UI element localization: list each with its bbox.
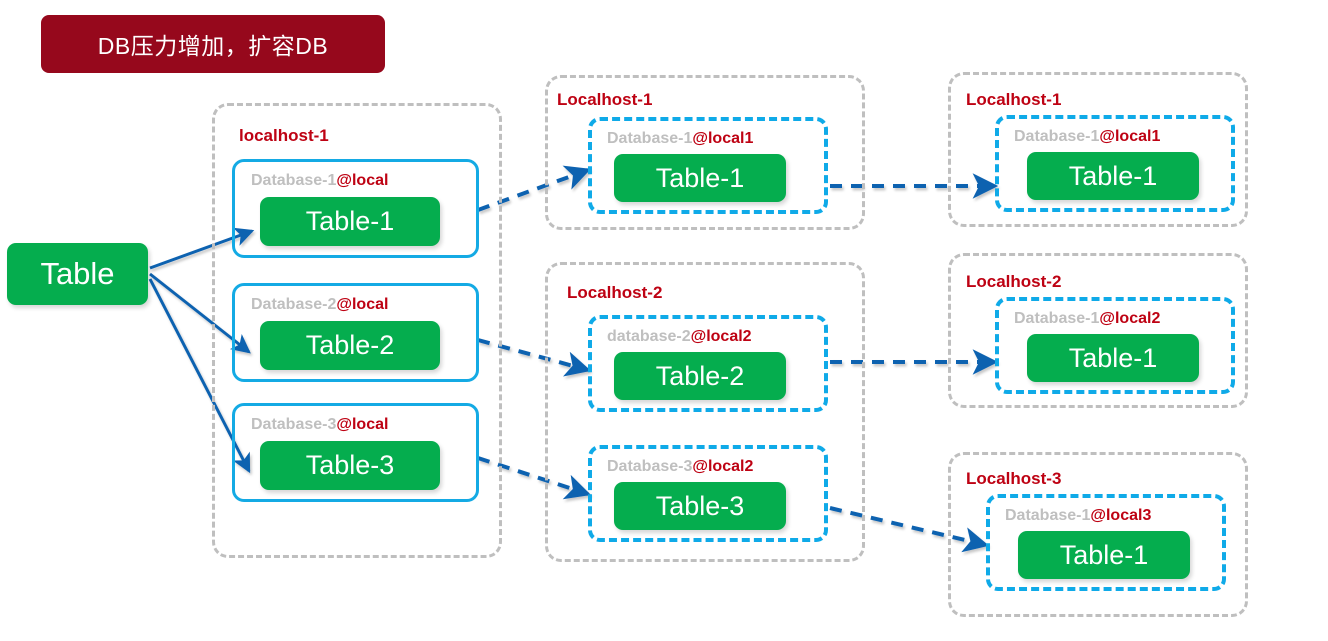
stage-3-db-3-name: Database-1 xyxy=(1005,507,1091,524)
stage-3-db-2[interactable]: Database-1@local2 Table-1 xyxy=(995,297,1235,394)
stage-1-db-3-title: Database-3@local xyxy=(251,417,388,433)
stage-1-db-3-host: @local xyxy=(336,416,389,433)
title-banner: DB压力增加，扩容DB xyxy=(41,15,385,73)
stage-3-group-localhost-1-label: Localhost-1 xyxy=(966,90,1062,109)
stage-3-db-2-table-label: Table-1 xyxy=(1068,342,1158,373)
stage-1-group-localhost-1-label: localhost-1 xyxy=(239,126,329,145)
stage-2-db-3[interactable]: Database-3@local2 Table-3 xyxy=(588,445,828,542)
stage-3-db-1[interactable]: Database-1@local1 Table-1 xyxy=(995,115,1235,212)
stage-3-db-2-title: Database-1@local2 xyxy=(1014,311,1160,327)
stage-3-group-localhost-3-label: Localhost-3 xyxy=(966,469,1062,488)
stage-3-db-3-title: Database-1@local3 xyxy=(1005,508,1151,524)
stage-2-group-localhost-1-label: Localhost-1 xyxy=(557,90,653,109)
stage-2-db-1-table-label: Table-1 xyxy=(655,162,745,193)
stage-3-db-1-host: @local1 xyxy=(1099,128,1161,145)
root-table-node[interactable]: Table xyxy=(7,243,148,305)
stage-2-db-3-host: @local2 xyxy=(692,458,754,475)
stage-1-db-1-host: @local xyxy=(336,172,389,189)
stage-2-db-2[interactable]: database-2@local2 Table-2 xyxy=(588,315,828,412)
stage-1-group-localhost-1[interactable] xyxy=(212,103,502,558)
stage-2-db-2-host: @local2 xyxy=(690,328,752,345)
stage-1-db-2-table[interactable]: Table-2 xyxy=(260,321,440,370)
stage-1-db-2-host: @local xyxy=(336,296,389,313)
stage-3-db-3-table-label: Table-1 xyxy=(1059,539,1149,570)
stage-1-db-3-table-label: Table-3 xyxy=(305,450,395,480)
stage-2-db-3-name: Database-3 xyxy=(607,458,693,475)
stage-3-db-2-name: Database-1 xyxy=(1014,310,1100,327)
stage-2-group-localhost-2-label: Localhost-2 xyxy=(567,283,663,302)
stage-3-db-3[interactable]: Database-1@local3 Table-1 xyxy=(986,494,1226,591)
stage-2-db-3-title: Database-3@local2 xyxy=(607,459,753,475)
stage-3-group-localhost-2-label: Localhost-2 xyxy=(966,272,1062,291)
stage-3-group-localhost-3[interactable] xyxy=(948,452,1248,617)
stage-2-db-2-table-label: Table-2 xyxy=(655,360,745,391)
stage-2-group-localhost-1[interactable] xyxy=(545,75,865,230)
stage-1-db-1-table[interactable]: Table-1 xyxy=(260,197,440,246)
stage-1-db-1-title: Database-1@local xyxy=(251,173,388,189)
stage-3-db-2-table[interactable]: Table-1 xyxy=(1027,334,1199,382)
stage-3-db-3-table[interactable]: Table-1 xyxy=(1018,531,1190,579)
stage-3-group-localhost-1[interactable] xyxy=(948,72,1248,227)
stage-2-db-2-table[interactable]: Table-2 xyxy=(614,352,786,400)
stage-3-db-1-title: Database-1@local1 xyxy=(1014,129,1160,145)
stage-1-db-3-table[interactable]: Table-3 xyxy=(260,441,440,490)
stage-2-db-2-title: database-2@local2 xyxy=(607,329,752,345)
stage-3-db-1-table[interactable]: Table-1 xyxy=(1027,152,1199,200)
stage-2-db-1-name: Database-1 xyxy=(607,130,693,147)
stage-2-db-1[interactable]: Database-1@local1 Table-1 xyxy=(588,117,828,214)
stage-1-db-2-name: Database-2 xyxy=(251,296,337,313)
root-table-label: Table xyxy=(40,256,115,291)
title-banner-text: DB压力增加，扩容DB xyxy=(97,33,329,59)
stage-1-db-3[interactable]: Database-3@local Table-3 xyxy=(232,403,479,502)
stage-1-db-1-name: Database-1 xyxy=(251,172,337,189)
stage-2-db-3-table[interactable]: Table-3 xyxy=(614,482,786,530)
stage-3-db-1-table-label: Table-1 xyxy=(1068,160,1158,191)
stage-1-db-3-name: Database-3 xyxy=(251,416,337,433)
stage-2-db-3-table-label: Table-3 xyxy=(655,490,745,521)
stage-2-db-1-host: @local1 xyxy=(692,130,754,147)
stage-2-db-1-table[interactable]: Table-1 xyxy=(614,154,786,202)
stage-2-db-2-name: database-2 xyxy=(607,328,691,345)
stage-1-db-1[interactable]: Database-1@local Table-1 xyxy=(232,159,479,258)
stage-1-db-2-title: Database-2@local xyxy=(251,297,388,313)
stage-2-db-1-title: Database-1@local1 xyxy=(607,131,753,147)
stage-1-db-1-table-label: Table-1 xyxy=(305,206,395,236)
stage-3-group-localhost-2[interactable] xyxy=(948,253,1248,408)
stage-3-db-2-host: @local2 xyxy=(1099,310,1161,327)
stage-2-group-localhost-2[interactable] xyxy=(545,262,865,562)
stage-3-db-1-name: Database-1 xyxy=(1014,128,1100,145)
stage-3-db-3-host: @local3 xyxy=(1090,507,1152,524)
stage-1-db-2[interactable]: Database-2@local Table-2 xyxy=(232,283,479,382)
stage-1-db-2-table-label: Table-2 xyxy=(305,330,395,360)
